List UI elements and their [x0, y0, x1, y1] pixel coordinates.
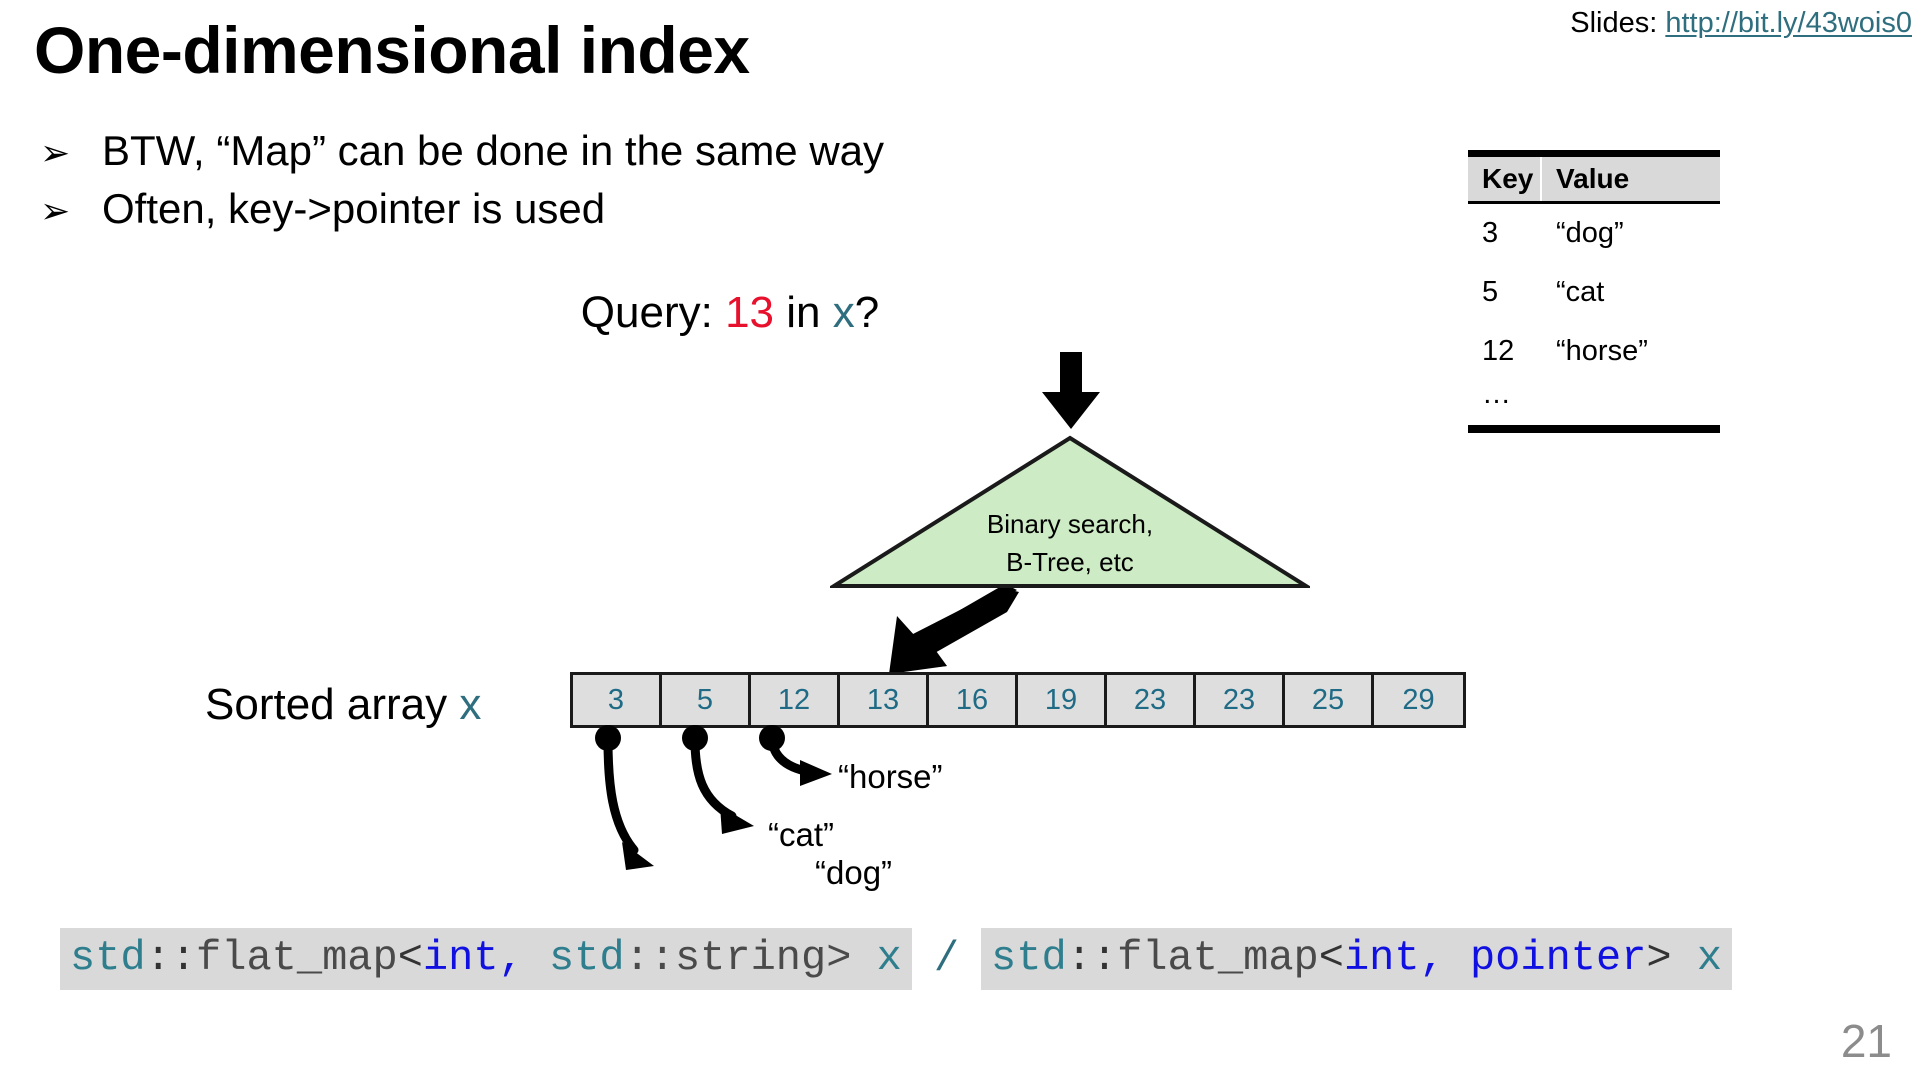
array-cell[interactable]: 23 — [1196, 675, 1285, 725]
sorted-array-label: Sorted array x — [205, 680, 481, 730]
slides-link-url[interactable]: http://bit.ly/43wois0 — [1665, 7, 1912, 39]
table-bottom-rule — [1468, 425, 1720, 433]
table-cell-key: 3 — [1482, 217, 1499, 249]
bullet-text: Often, key->pointer is used — [102, 184, 606, 232]
arrowhead-bullet-icon: ➢ — [40, 189, 71, 231]
table-cell-value: “dog” — [1556, 217, 1624, 249]
code-token: :: — [1066, 934, 1118, 982]
code-token: x — [851, 934, 902, 982]
diagonal-arrow-icon — [885, 584, 1025, 683]
bullet-item-1: ➢ Often, key->pointer is used — [40, 180, 1220, 238]
query-middle: in — [774, 288, 833, 337]
page-number: 21 — [1840, 1015, 1892, 1067]
index-structure-label: Binary search, B-Tree, etc — [830, 506, 1310, 581]
code-separator: / — [933, 935, 960, 983]
table-top-rule — [1468, 150, 1720, 157]
table-header-value: Value — [1556, 163, 1630, 194]
code-token: > — [1646, 934, 1672, 982]
code-token: x — [1671, 934, 1723, 982]
table-header-rule — [1468, 201, 1720, 204]
array-cell[interactable]: 5 — [662, 675, 751, 725]
sorted-array-label-text: Sorted array — [205, 680, 460, 729]
query-suffix: ? — [854, 288, 880, 337]
pointer-arrows-layer: “dog” “cat” “horse” — [560, 724, 980, 904]
query-variable: x — [832, 288, 855, 337]
slides-link-label: Slides: — [1570, 7, 1658, 39]
code-token: < — [1318, 934, 1344, 982]
pointer-arrow-cat — [682, 725, 754, 834]
table-row: 3 “dog” — [1468, 204, 1720, 263]
pointer-arrow-horse — [759, 725, 832, 786]
index-structure-line2: B-Tree, etc — [1006, 546, 1134, 577]
index-structure-line1: Binary search, — [986, 509, 1154, 539]
code-token: :: — [145, 934, 197, 982]
bullet-item-0: ➢ BTW, “Map” can be done in the same way — [40, 122, 1220, 180]
pointer-label-cat: “cat” — [768, 816, 834, 853]
table-row: 12 “horse” — [1468, 322, 1720, 381]
code-token: int, pointer — [1343, 934, 1647, 982]
index-structure-triangle: Binary search, B-Tree, etc — [830, 434, 1310, 592]
page-title: One-dimensional index — [34, 13, 750, 87]
array-cell[interactable]: 29 — [1374, 675, 1463, 725]
pointer-arrow-dog — [595, 725, 654, 870]
array-cell[interactable]: 25 — [1285, 675, 1374, 725]
array-cell[interactable]: 3 — [573, 675, 662, 725]
table-cell-key: 12 — [1482, 335, 1515, 367]
table-ellipsis-row: … — [1482, 378, 1511, 410]
table-header-row: Key Value — [1468, 157, 1720, 201]
pointer-label-dog: “dog” — [815, 854, 893, 891]
array-cell[interactable]: 12 — [751, 675, 840, 725]
code-token: flat_map — [1117, 934, 1319, 982]
array-cell[interactable]: 23 — [1107, 675, 1196, 725]
query-number: 13 — [725, 288, 775, 337]
code-token: std — [991, 934, 1067, 982]
code-token: std — [70, 934, 146, 982]
query-prefix: Query: — [580, 288, 726, 337]
table-cell-value: “horse” — [1556, 335, 1648, 367]
bullet-text: BTW, “Map” can be done in the same way — [102, 127, 885, 174]
sorted-array-variable: x — [459, 680, 482, 729]
down-arrow-icon — [1035, 352, 1107, 435]
code-token: flat_map — [196, 934, 398, 982]
array-cell[interactable]: 19 — [1018, 675, 1107, 725]
arrowhead-bullet-icon: ➢ — [40, 132, 71, 173]
table-header-key: Key — [1468, 157, 1542, 201]
array-cell[interactable]: 13 — [840, 675, 929, 725]
table-row: 5 “cat — [1468, 263, 1720, 322]
slides-link-row: Slides: http://bit.ly/43wois0 — [1570, 7, 1912, 40]
pointer-label-horse: “horse” — [838, 758, 943, 795]
code-token: int, — [422, 934, 524, 982]
code-block-left: std::flat_map<int, std::string> x — [60, 928, 912, 990]
array-cell[interactable]: 16 — [929, 675, 1018, 725]
query-line: Query: 13 in x? — [0, 288, 1460, 338]
code-token: < — [397, 934, 423, 982]
table-cell-key: 5 — [1482, 276, 1499, 308]
sorted-array-cells: 3 5 12 13 16 19 23 23 25 29 — [570, 672, 1466, 728]
bullet-list: ➢ BTW, “Map” can be done in the same way… — [40, 122, 1220, 238]
code-block-right: std::flat_map<int, pointer> x — [981, 928, 1733, 990]
key-value-table: Key Value 3 “dog” 5 “cat 12 “horse” … — [1468, 150, 1720, 433]
table-cell-value: “cat — [1556, 276, 1605, 308]
code-token: ::string> — [624, 934, 852, 982]
code-token: std — [523, 934, 625, 982]
code-row: std::flat_map<int, std::string> x / std:… — [60, 928, 1733, 990]
